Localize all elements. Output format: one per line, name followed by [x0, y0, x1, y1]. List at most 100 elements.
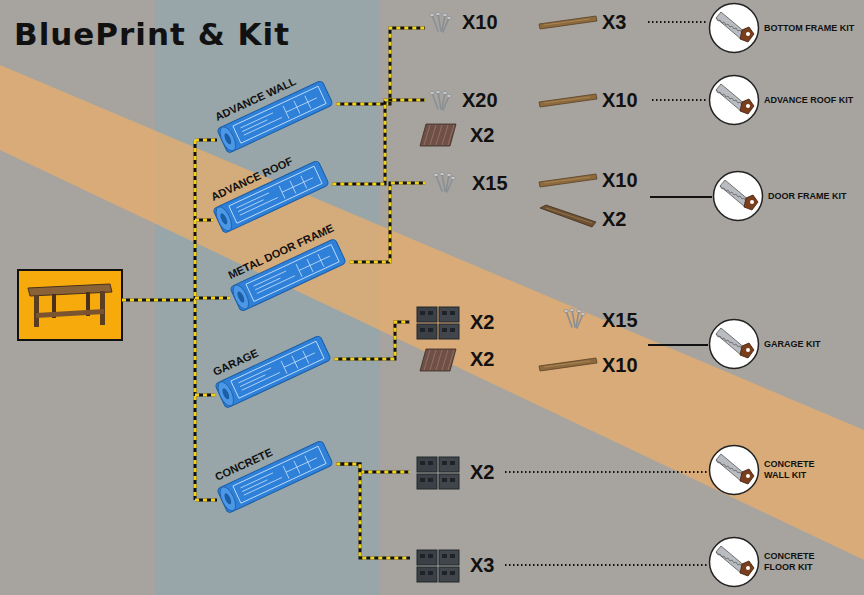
- kit-label: CONCRETE FLOOR KIT: [764, 551, 826, 573]
- connector: [332, 100, 708, 184]
- blueprint-roll: [217, 440, 334, 513]
- blueprint-roll: [231, 341, 324, 398]
- connector-line: [334, 322, 410, 359]
- connector-line: [350, 183, 425, 262]
- kit-text: CONCRETE WALL KIT: [764, 459, 826, 481]
- saw-icon: [716, 460, 743, 476]
- workbench-icon: [36, 309, 104, 318]
- blueprint-roll: [233, 446, 326, 503]
- blueprint-roll: [252, 249, 332, 296]
- quantity-label: X15: [472, 171, 508, 195]
- saw-icon: [710, 446, 759, 495]
- quantity-label: X10: [602, 353, 638, 377]
- quantity-label: X3: [602, 10, 626, 34]
- saw-icon: [740, 343, 754, 358]
- blueprint-roll: [229, 166, 322, 223]
- saw-icon: [746, 104, 750, 108]
- ingredient-icon: [430, 13, 452, 32]
- saw-icon: [708, 444, 760, 496]
- saw-icon: [710, 538, 759, 587]
- connector-line: [648, 21, 708, 23]
- quantity-label: X2: [470, 123, 494, 147]
- saw-icon: [712, 170, 764, 222]
- quantity-label: X2: [470, 460, 494, 484]
- ingredient-icon: [564, 309, 586, 328]
- saw-icon: [708, 74, 760, 126]
- blueprint-roll: [240, 451, 320, 498]
- saw-icon: [712, 170, 764, 222]
- quantity-label: X2: [602, 207, 626, 231]
- saw-icon: [710, 320, 759, 369]
- saw-icon: [750, 200, 754, 204]
- saw-icon: [740, 561, 754, 576]
- connector: [336, 464, 708, 472]
- workbench-icon: [28, 284, 112, 296]
- blueprint-roll: [215, 379, 237, 408]
- connector-line: [336, 28, 425, 104]
- blueprint-roll: [233, 86, 326, 143]
- kit-label: DOOR FRAME KIT: [768, 191, 847, 202]
- blueprint-roll: [219, 212, 229, 225]
- saw-icon: [710, 4, 759, 53]
- kit-label: ADVANCE ROOF KIT: [764, 95, 853, 106]
- blueprint-roll: [213, 204, 235, 233]
- kit-node: DOOR FRAME KIT: [712, 170, 847, 222]
- blueprint-roll: [223, 492, 233, 505]
- ingredient-icon: [430, 91, 452, 110]
- saw-icon: [740, 99, 754, 114]
- kit-text: GARAGE KIT: [764, 339, 821, 350]
- blueprint-roll: [213, 160, 330, 233]
- ingredient-icon: [420, 349, 456, 371]
- saw-icon: [708, 536, 760, 588]
- connector-line: [505, 564, 708, 566]
- blueprint-roll: [236, 290, 246, 303]
- kit-node: ADVANCE ROOF KIT: [708, 74, 853, 126]
- saw-icon: [746, 566, 750, 570]
- quantity-label: X3: [470, 553, 494, 577]
- blueprint-roll: [238, 346, 318, 393]
- saw-icon: [708, 444, 760, 496]
- saw-icon: [746, 474, 750, 478]
- saw-icon: [708, 2, 760, 54]
- quantity-label: X10: [602, 88, 638, 112]
- blueprint-roll: [245, 244, 338, 301]
- connector-line: [336, 464, 410, 558]
- kit-text: CONCRETE FLOOR KIT: [764, 551, 826, 573]
- kit-text: DOOR FRAME KIT: [768, 191, 847, 202]
- blueprint-roll: [229, 238, 346, 311]
- saw-icon: [716, 18, 743, 34]
- saw-icon: [716, 90, 743, 106]
- kit-node: GARAGE KIT: [708, 318, 821, 370]
- connector-line: [505, 471, 708, 473]
- ingredient-icon: [417, 550, 459, 582]
- quantity-label: X10: [602, 168, 638, 192]
- ingredient-icon: [539, 174, 597, 187]
- blueprint-roll: [221, 387, 231, 400]
- kit-label: BOTTOM FRAME KIT: [764, 23, 854, 34]
- diagram-title: BluePrint & Kit: [14, 16, 290, 52]
- ingredient-icon: [540, 205, 596, 227]
- kit-text: ADVANCE ROOF KIT: [764, 95, 853, 106]
- saw-icon: [746, 348, 750, 352]
- blueprint-roll: [236, 171, 316, 218]
- connector: [336, 464, 708, 565]
- blueprint-roll: [217, 484, 239, 513]
- blueprint-roll: [229, 282, 251, 311]
- connector-line: [332, 100, 425, 184]
- blueprint-roll: [217, 80, 334, 153]
- connector-line: [650, 196, 712, 198]
- saw-icon: [740, 469, 754, 484]
- ingredient-icon: [417, 13, 597, 582]
- kit-label: GARAGE KIT: [764, 339, 821, 350]
- quantity-label: X2: [470, 310, 494, 334]
- ingredient-icon: [539, 358, 597, 371]
- connector: [334, 322, 708, 359]
- ingredient-icon: [539, 16, 597, 29]
- workbench-icon: [18, 270, 122, 340]
- kit-node: CONCRETE WALL KIT: [708, 444, 826, 496]
- saw-icon: [708, 318, 760, 370]
- saw-icon: [746, 32, 750, 36]
- saw-icon: [708, 318, 760, 370]
